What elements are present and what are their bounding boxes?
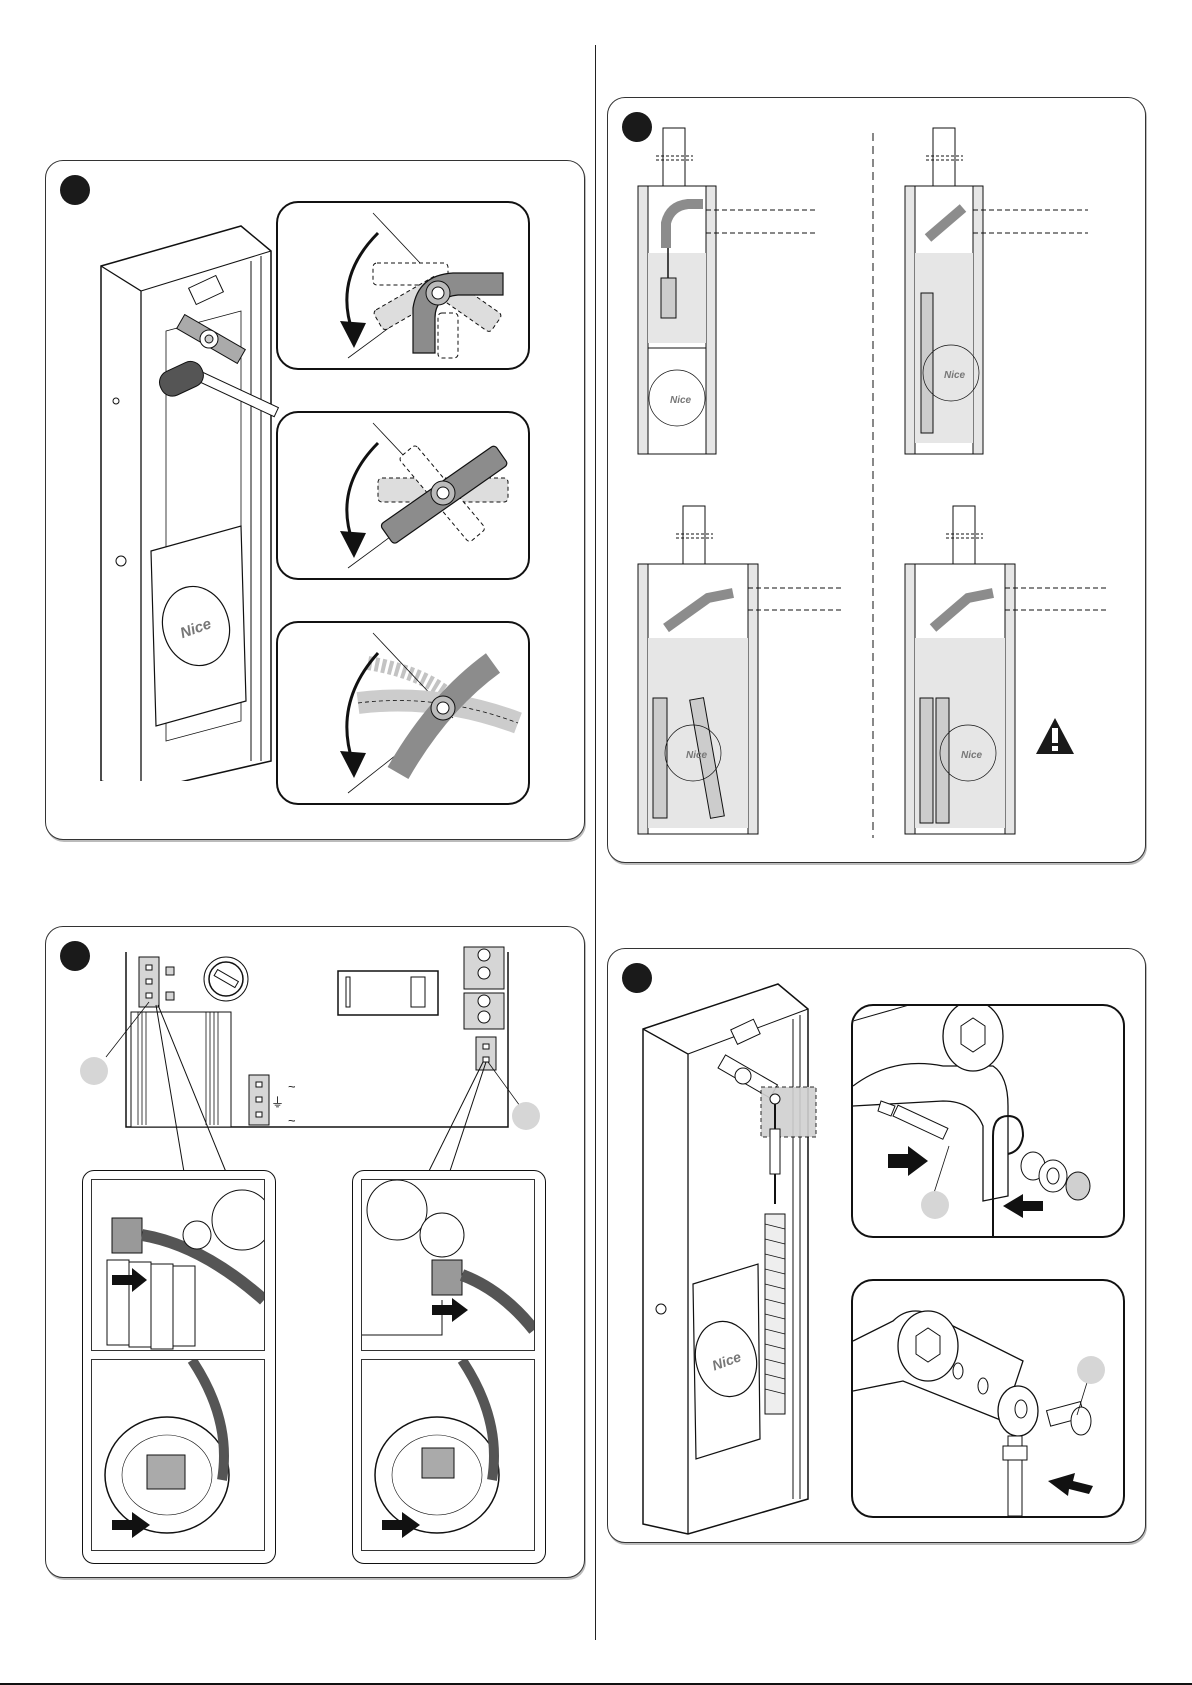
cabinet-spring-illustration: Nice — [628, 979, 858, 1539]
lever-position-inset-2 — [276, 411, 530, 580]
step-marker — [60, 175, 90, 205]
figure-panel-d: Nice — [607, 948, 1146, 1543]
brand-logo: Nice — [670, 395, 692, 406]
lever-position-inset-1 — [276, 201, 530, 370]
column-divider — [595, 45, 596, 1640]
rotation-arrow-icon — [340, 321, 366, 348]
brand-logo: Nice — [944, 370, 966, 381]
rotation-arrow-icon — [340, 531, 366, 558]
lever-position-inset-3 — [276, 621, 530, 805]
motor-plug-view — [91, 1359, 265, 1551]
brand-logo: Nice — [686, 750, 708, 761]
cabinet-illustration: Nice — [71, 221, 311, 781]
arrow-left-icon — [1048, 1473, 1093, 1496]
config-1: Nice — [638, 128, 818, 454]
arrow-left-icon — [1003, 1194, 1043, 1218]
config-2: Nice — [905, 128, 1088, 454]
callout-marker — [921, 1191, 949, 1219]
earth-symbol: ⏚ — [271, 1095, 284, 1110]
figure-panel-b: Nice Nice — [607, 97, 1146, 863]
ac-symbol: ~ — [288, 1113, 296, 1128]
eyelet-assembly-inset — [851, 1279, 1125, 1518]
warning-triangle-icon — [1036, 718, 1074, 754]
figure-panel-a: Nice — [45, 160, 585, 840]
brand-logo: Nice — [961, 750, 983, 761]
rotation-arrow-icon — [340, 751, 366, 778]
arrow-right-icon — [888, 1146, 928, 1176]
connector-detail-right — [352, 1170, 546, 1564]
config-3: Nice — [638, 506, 843, 834]
callout-marker — [80, 1057, 108, 1085]
connector-plug-view — [91, 1179, 265, 1351]
figure-panel-c: ~ ⏚ ~ — [45, 926, 585, 1578]
ac-symbol: ~ — [288, 1079, 296, 1094]
connector-detail-left — [82, 1170, 276, 1564]
bolt-assembly-inset — [851, 1004, 1125, 1238]
connector-plug-view — [361, 1179, 535, 1351]
callout-marker — [512, 1102, 540, 1130]
callout-marker — [1077, 1356, 1105, 1384]
spring-configurations-illustration: Nice Nice — [608, 98, 1145, 862]
arrow-right-icon — [432, 1298, 468, 1322]
config-4: Nice — [905, 506, 1108, 834]
motor-plug-view — [361, 1359, 535, 1551]
